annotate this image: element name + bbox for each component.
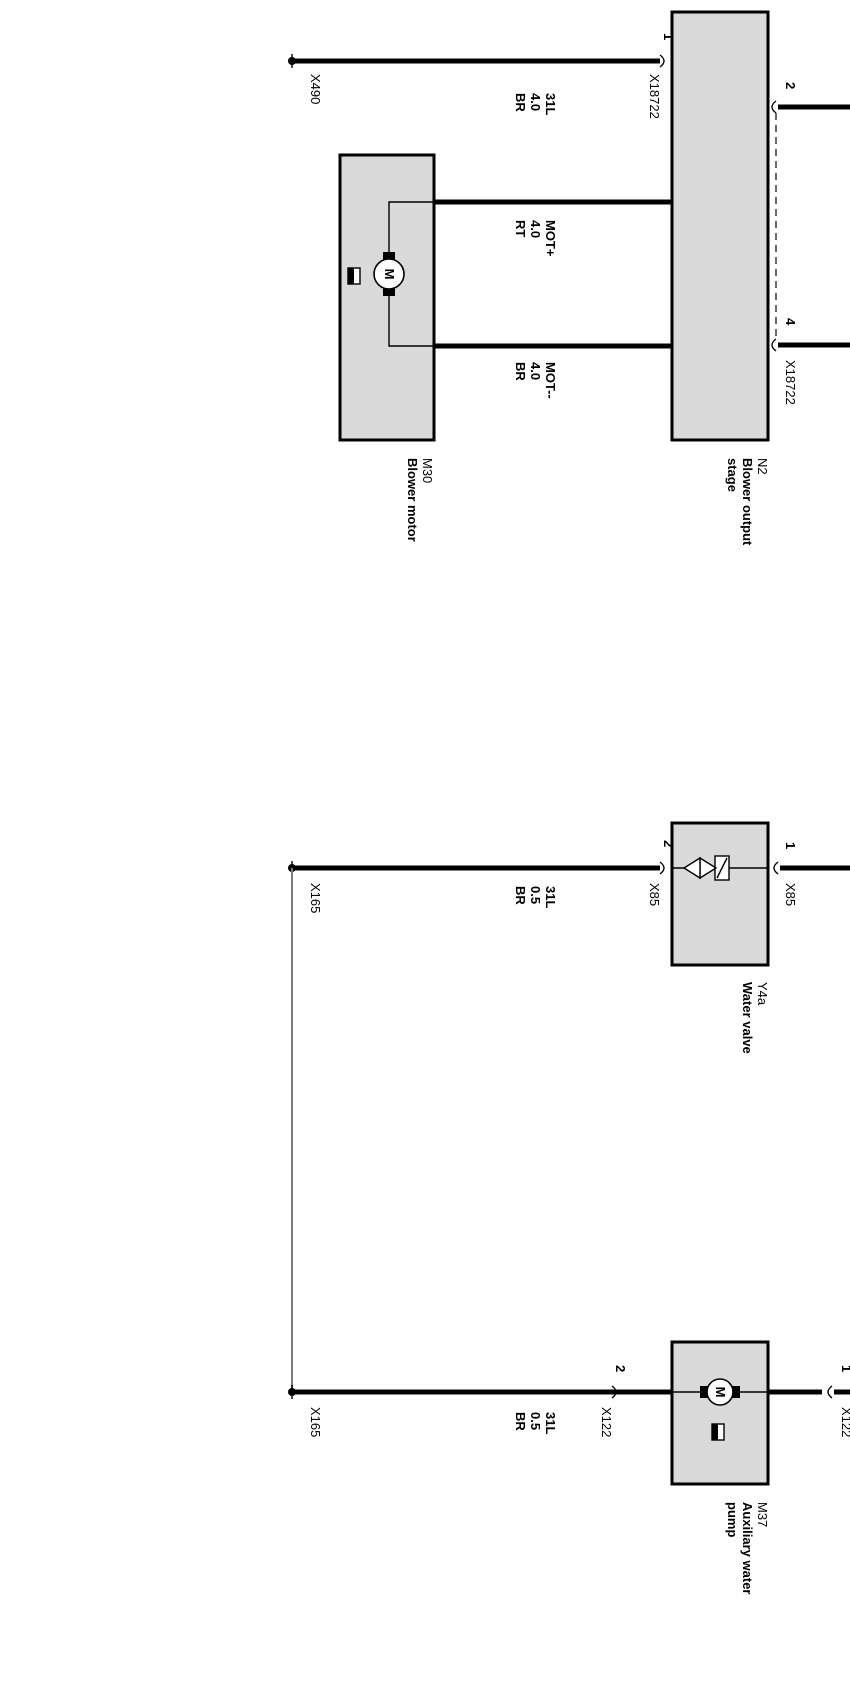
wire-label-size: 4.0	[528, 362, 543, 380]
component-id-m30: M30	[420, 458, 435, 483]
component-id-n2: N2	[755, 458, 770, 475]
connector-label-x85: X85	[783, 883, 798, 906]
connector-symbol	[659, 861, 665, 875]
component-name-n2-line2: stage	[725, 458, 740, 492]
motor-icon	[373, 258, 405, 290]
blower-output-stage-box	[670, 10, 770, 442]
wire-label-size: 4.0	[528, 220, 543, 238]
wire-label-size: 4.0	[528, 93, 543, 111]
connector-label-x122: X122	[839, 1407, 850, 1437]
connector-label-x18722: X18722	[783, 360, 798, 405]
wire-label-size: 0.5	[528, 886, 543, 904]
pin-label: 2	[613, 1365, 628, 1372]
motor-symbol: M	[713, 1387, 728, 1398]
component-name-m37-line1: Auxiliary water	[740, 1502, 755, 1595]
ground-label-x165: X165	[308, 1407, 323, 1437]
pin-label: 4	[783, 318, 798, 326]
motor-brush	[731, 1386, 740, 1398]
motor-icon	[706, 1378, 734, 1406]
component-id-m37: M37	[755, 1502, 770, 1527]
pin-label: 1	[839, 1365, 850, 1372]
battery-icon-fill	[712, 1424, 718, 1440]
motor-brush	[383, 252, 395, 260]
wire-label-signal: 31L	[543, 1412, 558, 1434]
connector-label-x18722: X18722	[647, 74, 662, 119]
wire-label-signal: MOT--	[543, 362, 558, 399]
motor-symbol: M	[382, 269, 397, 280]
component-name-y4a: Water valve	[740, 982, 755, 1054]
motor-brush	[700, 1386, 709, 1398]
water-valve-box	[670, 821, 770, 967]
connector-symbol	[659, 54, 665, 68]
auxiliary-water-pump-box	[670, 1340, 770, 1486]
motor-brush	[383, 288, 395, 296]
wire-label-color: BR	[513, 93, 528, 112]
connector-label-x122: X122	[599, 1407, 614, 1437]
connector-symbol	[773, 861, 779, 875]
component-id-y4a: Y4a	[755, 982, 770, 1006]
wire-label-size: 0.5	[528, 1412, 543, 1430]
pin-label: 2	[661, 840, 676, 847]
ground-label-x490: X490	[308, 74, 323, 104]
solenoid-icon-slash	[716, 857, 728, 879]
wire-label-signal: 31L	[543, 886, 558, 908]
blower-motor-box	[338, 153, 436, 442]
wire-label-color: BR	[513, 886, 528, 905]
wire-label-color: RT	[513, 220, 528, 237]
connector-symbol	[771, 100, 777, 114]
connector-symbol	[771, 338, 777, 352]
wire-label-signal: 31L	[543, 93, 558, 115]
wire-label-signal: MOT+	[543, 220, 558, 257]
pin-label: 1	[783, 842, 798, 849]
ground-label-x165: X165	[308, 883, 323, 913]
battery-icon-fill	[348, 268, 354, 284]
valve-icon-half	[682, 856, 701, 880]
connector-label-x85: X85	[647, 883, 662, 906]
pin-label: 1	[661, 33, 676, 40]
wire-label-color: BR	[513, 362, 528, 381]
component-name-m30: Blower motor	[405, 458, 420, 542]
pin-label: 2	[783, 82, 798, 89]
connector-symbol	[611, 1385, 617, 1399]
component-name-n2-line1: Blower output	[740, 458, 755, 546]
wire-label-color: BR	[513, 1412, 528, 1431]
connector-symbol	[827, 1385, 833, 1399]
component-name-m37-line2: pump	[725, 1502, 740, 1537]
